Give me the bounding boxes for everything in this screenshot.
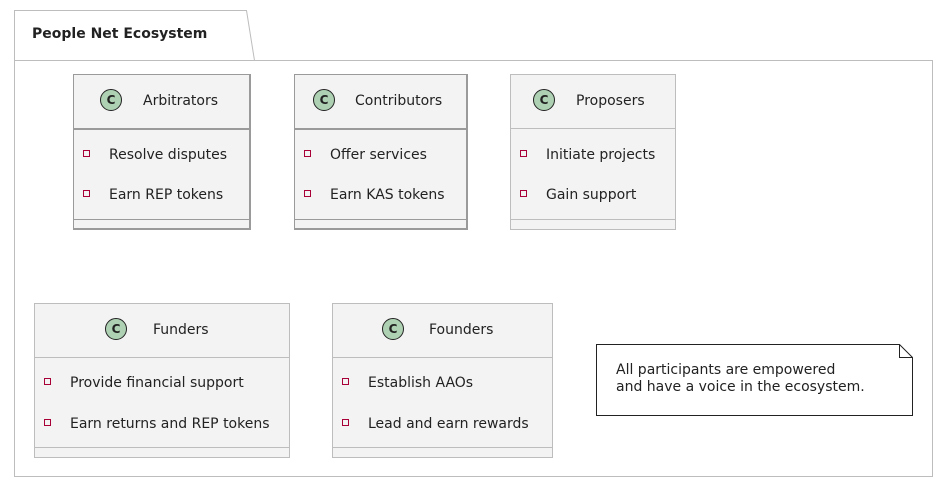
attribute-text: Lead and earn rewards	[368, 416, 529, 432]
private-attribute-icon	[44, 378, 51, 385]
private-attribute-icon	[83, 150, 90, 157]
note-line: All participants are empowered	[616, 362, 836, 378]
class-header: C Proposers	[511, 75, 675, 129]
package-body	[14, 60, 933, 477]
class-name: Arbitrators	[143, 93, 219, 109]
attribute-text: Earn returns and REP tokens	[70, 416, 270, 432]
attribute-text: Initiate projects	[546, 147, 656, 163]
private-attribute-icon	[83, 190, 90, 197]
class-header: C Founders	[333, 304, 552, 358]
note-text: All participants are empowered and have …	[616, 362, 865, 396]
methods-divider	[333, 447, 552, 448]
private-attribute-icon	[304, 190, 311, 197]
note-box	[596, 344, 913, 416]
class-contributors[interactable]: C Contributors Offer services Earn KAS t…	[294, 74, 468, 230]
attribute-text: Earn REP tokens	[109, 187, 224, 203]
package-title: People Net Ecosystem	[32, 26, 208, 42]
attribute-text: Gain support	[546, 187, 637, 203]
private-attribute-icon	[520, 190, 527, 197]
attribute-text: Provide financial support	[70, 375, 244, 391]
attribute-text: Offer services	[330, 147, 427, 163]
methods-divider	[35, 447, 289, 448]
class-name: Founders	[429, 322, 494, 338]
methods-divider	[511, 219, 675, 220]
class-proposers[interactable]: C Proposers Initiate projects Gain suppo…	[510, 74, 676, 230]
methods-divider	[74, 219, 249, 220]
class-name: Contributors	[355, 93, 443, 109]
class-arbitrators[interactable]: C Arbitrators Resolve disputes Earn REP …	[73, 74, 251, 230]
class-header: C Funders	[35, 304, 289, 358]
attribute-text: Earn KAS tokens	[330, 187, 445, 203]
class-header: C Arbitrators	[74, 75, 249, 130]
package-tab	[14, 10, 255, 61]
private-attribute-icon	[342, 378, 349, 385]
class-c-icon: C	[313, 89, 335, 111]
private-attribute-icon	[520, 150, 527, 157]
class-name: Proposers	[576, 93, 645, 109]
class-name: Funders	[153, 322, 209, 338]
class-c-icon: C	[382, 318, 404, 340]
attribute-text: Establish AAOs	[368, 375, 474, 391]
class-header: C Contributors	[295, 75, 466, 130]
private-attribute-icon	[44, 419, 51, 426]
methods-divider	[295, 219, 466, 220]
class-c-icon: C	[105, 318, 127, 340]
class-c-icon: C	[533, 89, 555, 111]
note-line: and have a voice in the ecosystem.	[616, 379, 865, 395]
attribute-text: Resolve disputes	[109, 147, 228, 163]
private-attribute-icon	[304, 150, 311, 157]
class-funders[interactable]: C Funders Provide financial support Earn…	[34, 303, 290, 458]
note-fold	[899, 344, 913, 358]
private-attribute-icon	[342, 419, 349, 426]
class-c-icon: C	[100, 89, 122, 111]
class-founders[interactable]: C Founders Establish AAOs Lead and earn …	[332, 303, 553, 458]
